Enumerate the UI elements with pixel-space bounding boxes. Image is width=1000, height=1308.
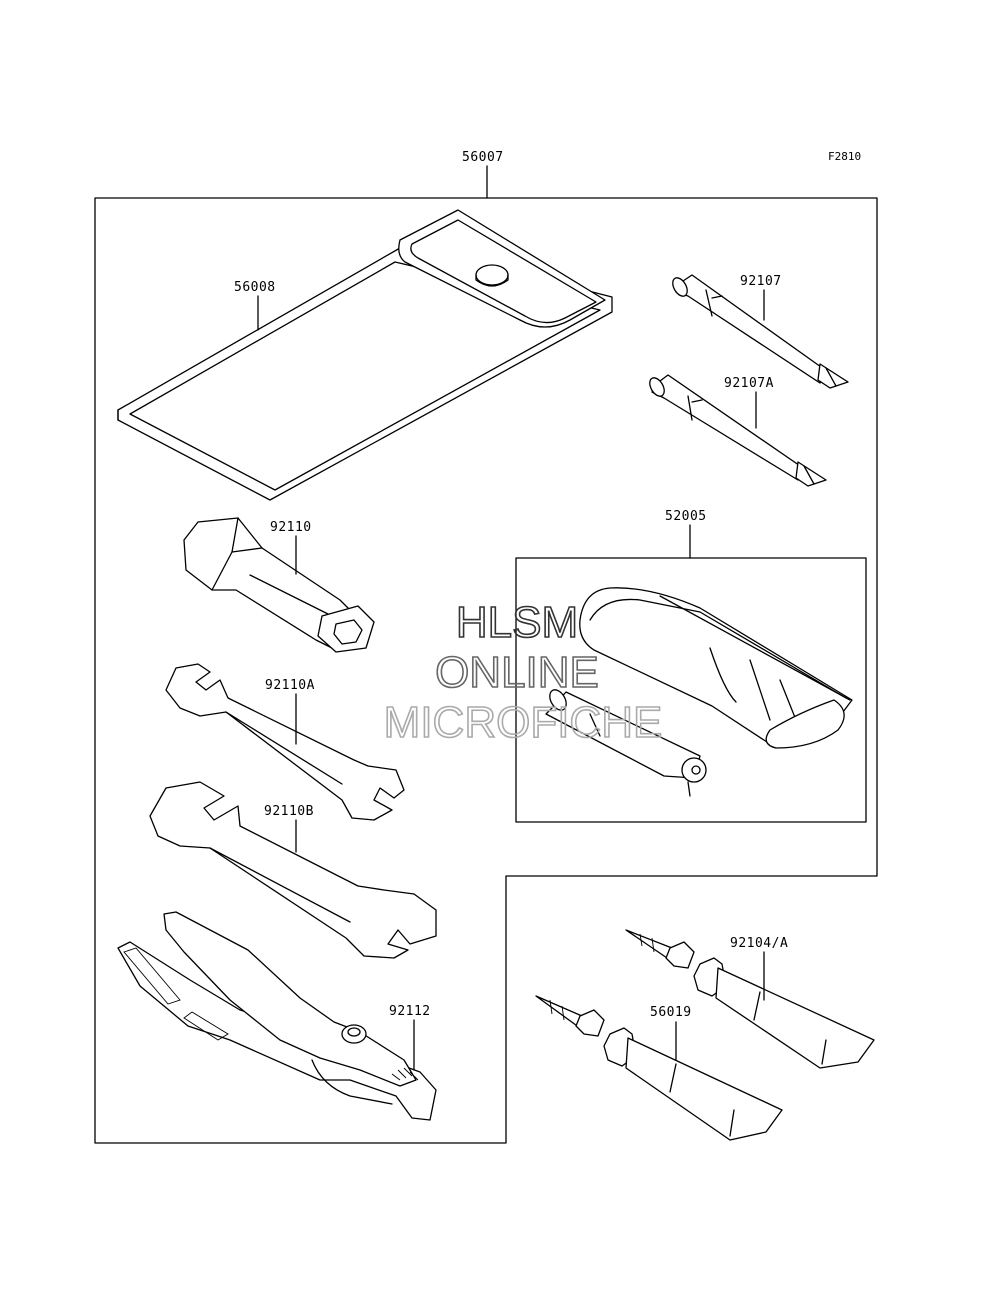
open-wrench-b-illustration[interactable] xyxy=(149,781,437,959)
box-wrench-illustration[interactable] xyxy=(183,517,375,653)
watermark-line-3: MICROFICHE xyxy=(384,698,663,747)
tube-a-illustration[interactable] xyxy=(625,929,875,1069)
pump-kit-illustration[interactable] xyxy=(545,587,853,797)
watermark: HLSM ONLINE MICROFICHE xyxy=(383,597,663,748)
tube-b-illustration[interactable] xyxy=(535,995,783,1141)
tool-bag-illustration[interactable] xyxy=(117,209,613,501)
part-label-pump-kit[interactable]: 52005 xyxy=(665,509,707,524)
part-label-bag[interactable]: 56008 xyxy=(234,280,276,295)
part-label-tube-a[interactable]: 92104/A xyxy=(730,936,788,951)
part-label-pliers[interactable]: 92112 xyxy=(389,1004,431,1019)
watermark-line-1: HLSM xyxy=(456,598,578,647)
part-label-tube-b[interactable]: 56019 xyxy=(650,1005,692,1020)
watermark-line-2: ONLINE xyxy=(435,648,599,697)
open-wrench-a-illustration[interactable] xyxy=(165,663,405,821)
pliers-illustration[interactable] xyxy=(117,911,437,1121)
figure-ref-code: F2810 xyxy=(828,150,861,163)
part-label-bit[interactable]: 92107 xyxy=(740,274,782,289)
pump-kit-boundary xyxy=(515,557,867,823)
part-label-bit-a[interactable]: 92107A xyxy=(724,376,774,391)
screwdriver-bit-illustration[interactable] xyxy=(670,274,849,389)
part-label-kit[interactable]: 56007 xyxy=(462,150,504,165)
part-label-box-wrench[interactable]: 92110 xyxy=(270,520,312,535)
part-label-wrench-b[interactable]: 92110B xyxy=(264,804,314,819)
part-label-wrench-a[interactable]: 92110A xyxy=(265,678,315,693)
kit-boundary xyxy=(94,197,878,1144)
screwdriver-bit-a-illustration[interactable] xyxy=(647,374,827,487)
